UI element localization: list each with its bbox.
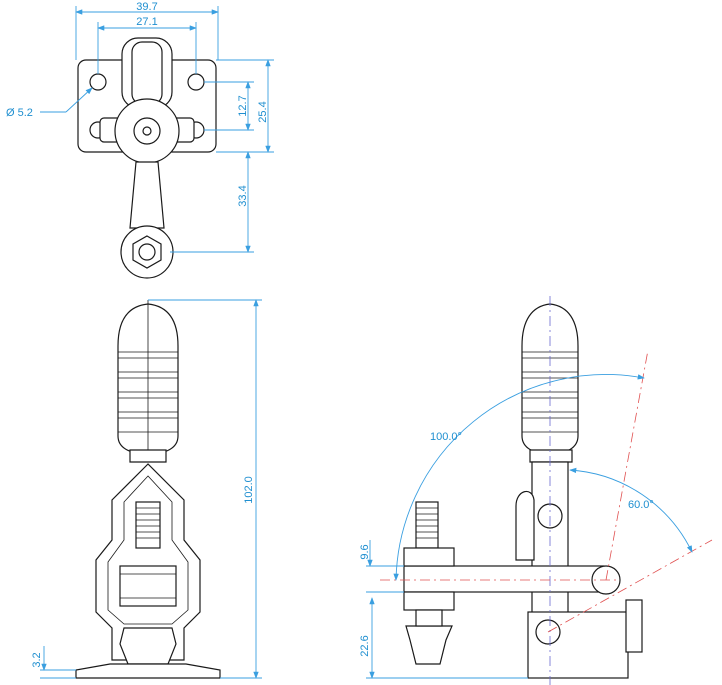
thread-lines xyxy=(136,507,160,539)
spindle-thread xyxy=(138,243,156,261)
side-view: 100.0° 60.0° 9.6 22.6 xyxy=(359,296,713,685)
mount-hole xyxy=(89,73,107,91)
bar-open-centerline xyxy=(547,539,713,633)
dim-handle-angle: 100.0° xyxy=(430,431,462,443)
dim-spindle-height: 22.6 xyxy=(359,635,371,656)
arc-handle-angle xyxy=(393,374,645,581)
clamp-bar xyxy=(403,565,605,593)
threaded-rod xyxy=(135,501,161,549)
spindle-cap xyxy=(119,627,177,665)
top-view: 39.7 27.1 Ø 5.2 12.7 25.4 33.4 xyxy=(6,1,274,279)
side-spindle-cap xyxy=(405,625,453,665)
dim-overall-height: 102.0 xyxy=(243,476,255,504)
side-lever xyxy=(531,461,569,633)
dim-base-thickness: 3.2 xyxy=(31,652,43,667)
dim-bar-angle: 60.0° xyxy=(628,499,654,511)
mount-hole xyxy=(187,73,205,91)
handle-inner xyxy=(131,41,163,105)
dim-base-length: 25.4 xyxy=(257,101,269,122)
frame-inner xyxy=(107,475,189,625)
grip-ribs xyxy=(118,351,178,433)
dim-pitch-small: 12.7 xyxy=(237,95,249,116)
side-spindle-thread xyxy=(415,501,439,549)
dim-bar-height: 9.6 xyxy=(359,544,371,559)
dim-hole-spacing: 27.1 xyxy=(136,16,157,28)
side-nut-lower xyxy=(403,591,455,611)
front-view: 102.0 3.2 xyxy=(31,299,262,679)
arm xyxy=(129,161,165,229)
side-nut-upper xyxy=(403,547,455,567)
nut-block xyxy=(119,565,177,607)
side-grip-collar xyxy=(529,449,573,463)
handle-open-centerline xyxy=(605,349,649,581)
dim-hole-diameter: Ø 5.2 xyxy=(6,107,33,119)
base-foot xyxy=(75,663,221,679)
pivot-center xyxy=(142,126,152,136)
arc-bar-angle xyxy=(569,467,693,553)
side-link xyxy=(515,490,535,561)
dim-arm-reach: 33.4 xyxy=(237,185,249,206)
side-spindle-shaft xyxy=(415,609,443,627)
dim-width-overall: 39.7 xyxy=(136,1,157,13)
side-stop xyxy=(625,599,643,653)
grip-collar xyxy=(129,449,167,463)
leader-line xyxy=(65,87,93,113)
